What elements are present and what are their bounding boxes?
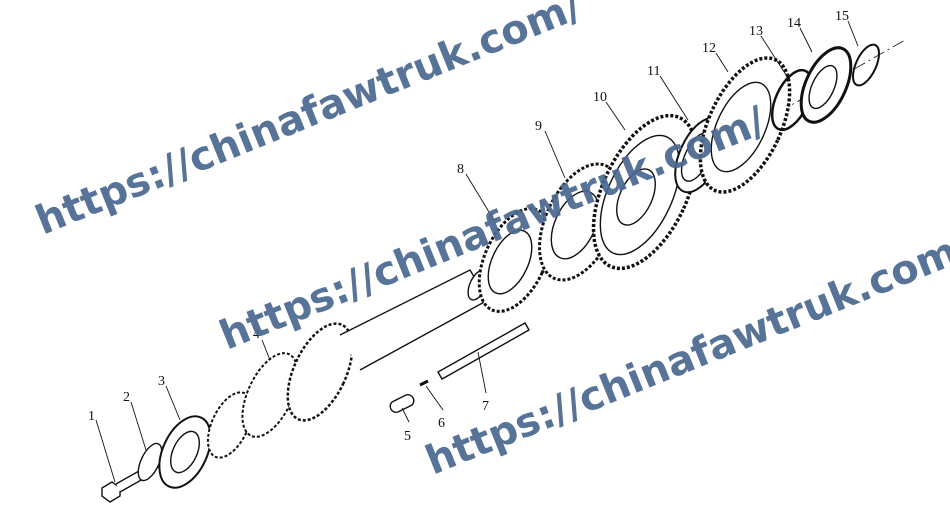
part-gear-10 <box>591 113 699 271</box>
callout-15: 15 <box>835 9 849 24</box>
leader-lines <box>95 20 859 483</box>
part-gear-8 <box>477 207 553 313</box>
callout-14: 14 <box>787 16 801 31</box>
callout-labels: 1 2 3 4 5 6 7 8 9 10 11 12 13 14 15 <box>88 9 849 444</box>
callout-3: 3 <box>158 374 165 389</box>
callout-5: 5 <box>404 429 411 444</box>
part-bearing <box>158 415 212 489</box>
callout-4: 4 <box>253 327 260 342</box>
part-circlip <box>852 43 880 87</box>
callout-1: 1 <box>88 409 95 424</box>
part-gear-12 <box>698 56 792 194</box>
callout-7: 7 <box>482 399 489 414</box>
callout-13: 13 <box>749 24 763 39</box>
part-rod <box>437 322 530 380</box>
part-key <box>389 394 415 413</box>
callout-10: 10 <box>593 90 607 105</box>
callout-11: 11 <box>647 64 660 79</box>
part-pin <box>419 379 429 387</box>
callout-2: 2 <box>123 390 130 405</box>
part-bearing-14 <box>799 46 853 124</box>
callout-12: 12 <box>702 41 716 56</box>
part-gear-cluster <box>206 322 354 459</box>
callout-8: 8 <box>457 162 464 177</box>
callout-9: 9 <box>535 119 542 134</box>
part-washer <box>137 442 163 482</box>
callout-6: 6 <box>438 416 445 431</box>
